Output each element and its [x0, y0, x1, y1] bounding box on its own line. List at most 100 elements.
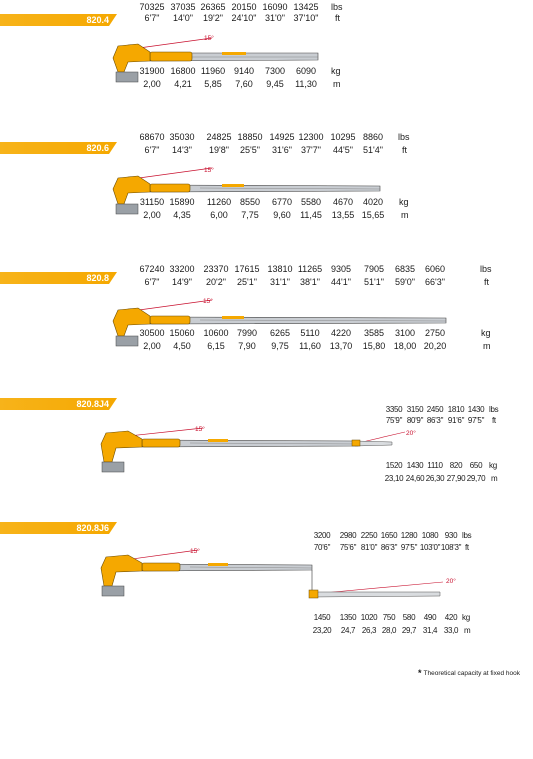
crane-diagram-820-4: 15°	[112, 34, 319, 83]
kg-value: 4220	[330, 328, 352, 338]
ft-value: 14'9"	[172, 277, 192, 287]
ft-value: 51'4"	[363, 145, 383, 155]
kg-value: 490	[423, 613, 437, 622]
m-value: 33,0	[443, 626, 459, 635]
unit-kg: kg	[331, 66, 341, 76]
unit-m: m	[401, 210, 409, 220]
ft-value: 37'10"	[293, 13, 319, 23]
m-value: 24,60	[405, 474, 425, 483]
kg-value: 3100	[394, 328, 416, 338]
ft-value: 6'7"	[144, 277, 160, 287]
kg-value: 4670	[332, 197, 354, 207]
kg-value: 6090	[295, 66, 317, 76]
unit-kg: kg	[481, 328, 491, 338]
m-value: 9,45	[266, 79, 284, 89]
lbs-value: 68670	[139, 132, 165, 142]
kg-value: 3585	[363, 328, 385, 338]
ft-value: 59'0"	[395, 277, 415, 287]
kg-value: 9140	[233, 66, 255, 76]
lbs-value: 2980	[339, 531, 357, 540]
lbs-value: 12300	[298, 132, 324, 142]
unit-lbs: lbs	[480, 264, 492, 274]
kg-value: 2750	[424, 328, 446, 338]
unit-m: m	[483, 341, 491, 351]
lbs-value: 8860	[362, 132, 384, 142]
lbs-value: 10295	[330, 132, 356, 142]
m-value: 24,7	[340, 626, 356, 635]
kg-value: 6265	[269, 328, 291, 338]
kg-value: 5580	[300, 197, 322, 207]
ft-value: 44'5"	[333, 145, 353, 155]
lbs-value: 9305	[330, 264, 352, 274]
m-value: 15,80	[362, 341, 386, 351]
footnote-text: Theoretical capacity at fixed hook	[423, 670, 520, 677]
ft-value: 75'6"	[339, 543, 357, 552]
lbs-value: 2450	[426, 405, 444, 414]
m-value: 29,7	[401, 626, 417, 635]
kg-value: 420	[444, 613, 458, 622]
ft-value: 37'7"	[301, 145, 321, 155]
m-value: 23,10	[384, 474, 404, 483]
ft-value: 25'1"	[237, 277, 257, 287]
unit-lbs: lbs	[462, 531, 472, 540]
ft-value: 81'0"	[360, 543, 378, 552]
lbs-value: 18850	[237, 132, 263, 142]
ft-value: 103'0"	[419, 543, 441, 552]
ft-value: 97'5"	[400, 543, 418, 552]
m-value: 2,00	[143, 341, 161, 351]
m-value: 26,30	[425, 474, 445, 483]
ft-value: 44'1"	[331, 277, 351, 287]
ft-value: 51'1"	[364, 277, 384, 287]
m-value: 6,00	[210, 210, 228, 220]
ft-value: 31'6"	[272, 145, 292, 155]
unit-ft: ft	[335, 13, 341, 23]
m-value: 23,20	[312, 626, 332, 635]
ft-value: 66'3"	[425, 277, 445, 287]
kg-value: 11260	[206, 197, 232, 207]
unit-ft: ft	[484, 277, 490, 287]
m-value: 9,60	[273, 210, 291, 220]
lbs-value: 1080	[421, 531, 439, 540]
ft-value: 14'3"	[172, 145, 192, 155]
m-value: 31,4	[422, 626, 438, 635]
unit-kg: kg	[462, 613, 470, 622]
kg-value: 15890	[169, 197, 195, 207]
angle-label: 15°	[195, 425, 205, 433]
lbs-value: 6060	[424, 264, 446, 274]
kg-value: 31150	[139, 197, 165, 207]
kg-value: 750	[382, 613, 396, 622]
kg-value: 1110	[427, 461, 443, 470]
lbs-value: 13810	[267, 264, 293, 274]
unit-lbs: lbs	[398, 132, 410, 142]
m-value: 4,21	[174, 79, 192, 89]
m-value: 9,75	[271, 341, 289, 351]
lbs-value: 67240	[139, 264, 165, 274]
model-tag-820-6: 820.6	[0, 142, 117, 154]
lbs-value: 1650	[380, 531, 398, 540]
lbs-value: 7905	[363, 264, 385, 274]
unit-lbs: lbs	[489, 405, 499, 414]
kg-value: 5110	[300, 328, 320, 338]
crane-diagram-820-6: 15°	[112, 166, 381, 215]
angle-label: 20°	[446, 577, 456, 585]
ft-value: 14'0"	[173, 13, 193, 23]
ft-value: 20'2"	[206, 277, 226, 287]
ft-value: 108'3"	[440, 543, 462, 552]
kg-value: 1020	[360, 613, 378, 622]
ft-value: 24'10"	[231, 13, 257, 23]
ft-value: 19'2"	[203, 13, 223, 23]
angle-label: 15°	[190, 547, 200, 555]
crane-diagram-820-8j6: 15° 20°	[100, 547, 456, 599]
kg-value: 8550	[239, 197, 261, 207]
m-value: 29,70	[466, 474, 486, 483]
ft-value: 86'3"	[426, 416, 444, 425]
unit-kg: kg	[399, 197, 409, 207]
lbs-value: 3150	[406, 405, 424, 414]
unit-ft: ft	[465, 543, 469, 552]
kg-value: 1430	[406, 461, 424, 470]
lbs-value: 26365	[200, 2, 226, 12]
angle-label: 15°	[204, 166, 214, 174]
angle-label: 20°	[406, 429, 416, 437]
unit-m: m	[333, 79, 341, 89]
lbs-value: 16090	[262, 2, 288, 12]
